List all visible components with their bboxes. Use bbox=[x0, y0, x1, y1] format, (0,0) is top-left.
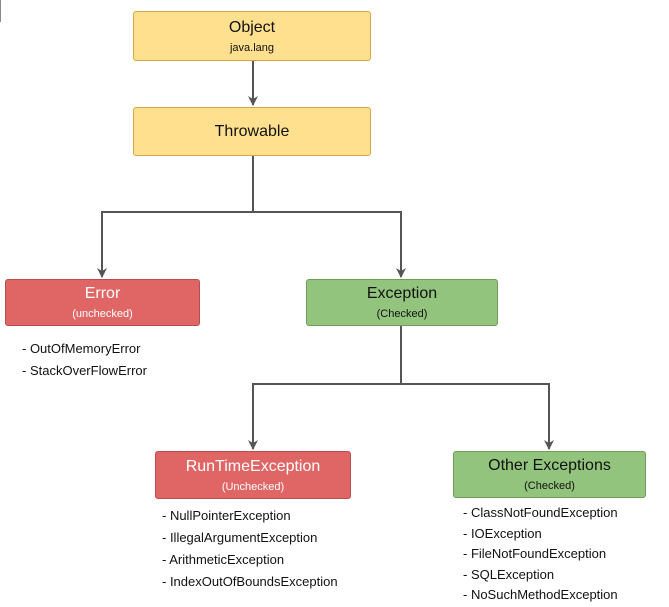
list-item: - IllegalArgumentException bbox=[162, 530, 318, 545]
list-item: - ArithmeticException bbox=[162, 552, 285, 567]
error-node: Error (unchecked) bbox=[5, 279, 200, 326]
error-subtitle: (unchecked) bbox=[72, 308, 133, 320]
list-item: - SQLException bbox=[463, 566, 555, 582]
other-exceptions-list: - ClassNotFoundException - IOException -… bbox=[463, 503, 618, 606]
list-item: - IOException bbox=[463, 525, 542, 541]
exception-title: Exception bbox=[366, 285, 438, 302]
edge-rule bbox=[0, 0, 1, 22]
list-item: - FileNotFoundException bbox=[463, 546, 607, 561]
runtime-exception-title: RunTimeException bbox=[185, 457, 321, 475]
object-title: Object bbox=[228, 18, 276, 36]
other-exceptions-title: Other Exceptions bbox=[488, 457, 611, 474]
runtime-exception-node: RunTimeException (Unchecked) bbox=[155, 451, 351, 499]
list-item: - NoSuchMethodException bbox=[463, 587, 618, 602]
arrow-throwable-error bbox=[97, 211, 253, 278]
list-item: - NullPointerException bbox=[162, 508, 291, 523]
throwable-title: Throwable bbox=[214, 122, 290, 140]
list-item: - StackOverFlowError bbox=[22, 363, 147, 378]
runtime-exception-list: - NullPointerException - IllegalArgument… bbox=[162, 505, 338, 593]
arrow-throwable-exception bbox=[253, 211, 406, 278]
list-item: - OutOfMemoryError bbox=[22, 341, 141, 356]
list-item: - IndexOutOfBoundsException bbox=[162, 574, 338, 589]
list-item: - ClassNotFoundException bbox=[463, 505, 618, 520]
other-exceptions-node: Other Exceptions (Checked) bbox=[453, 451, 646, 498]
exception-subtitle: (Checked) bbox=[376, 308, 428, 320]
object-package: java.lang bbox=[229, 41, 275, 54]
runtime-exception-subtitle: (Unchecked) bbox=[221, 480, 285, 493]
other-exceptions-subtitle: (Checked) bbox=[524, 480, 575, 492]
exception-node: Exception (Checked) bbox=[306, 279, 498, 326]
throwable-node: Throwable bbox=[133, 107, 371, 156]
object-node: Object java.lang bbox=[133, 11, 371, 61]
error-list: - OutOfMemoryError - StackOverFlowError bbox=[22, 338, 147, 382]
arrow-exception-other bbox=[401, 383, 554, 450]
error-title: Error bbox=[84, 285, 121, 302]
arrow-exception-runtime bbox=[248, 383, 401, 450]
